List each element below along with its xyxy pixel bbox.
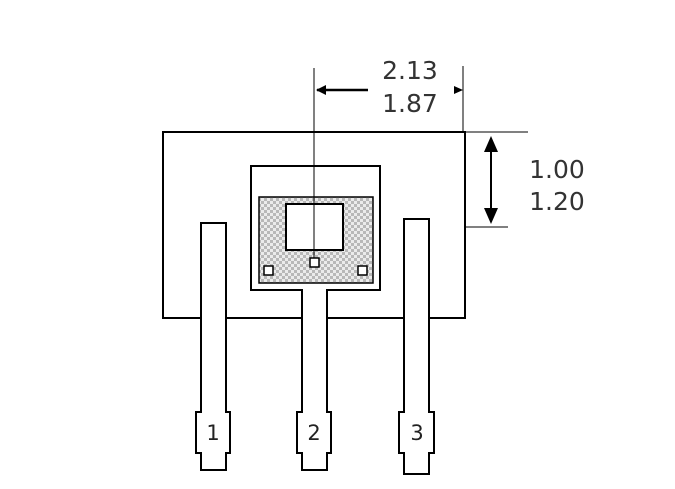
- vertical-dimension-min: 1.00: [529, 155, 585, 184]
- vertical-arrowhead-bottom: [484, 208, 498, 224]
- vertical-arrowhead-top: [484, 136, 498, 152]
- pin-1-lead: [195, 222, 231, 471]
- pin-3-lead: [398, 218, 435, 475]
- pin-2-label: 2: [307, 421, 320, 445]
- horizontal-dimension-max: 2.13: [382, 56, 438, 85]
- bond-pad-left: [263, 265, 274, 276]
- bond-pad-right: [357, 265, 368, 276]
- bond-pad-center: [309, 257, 320, 268]
- pin-3-label: 3: [410, 421, 423, 445]
- horizontal-dimension-min: 1.87: [382, 89, 438, 118]
- horizontal-dimension-arrow-right: [454, 86, 463, 94]
- vertical-dimension-max: 1.20: [529, 187, 585, 216]
- pin-1-label: 1: [206, 421, 219, 445]
